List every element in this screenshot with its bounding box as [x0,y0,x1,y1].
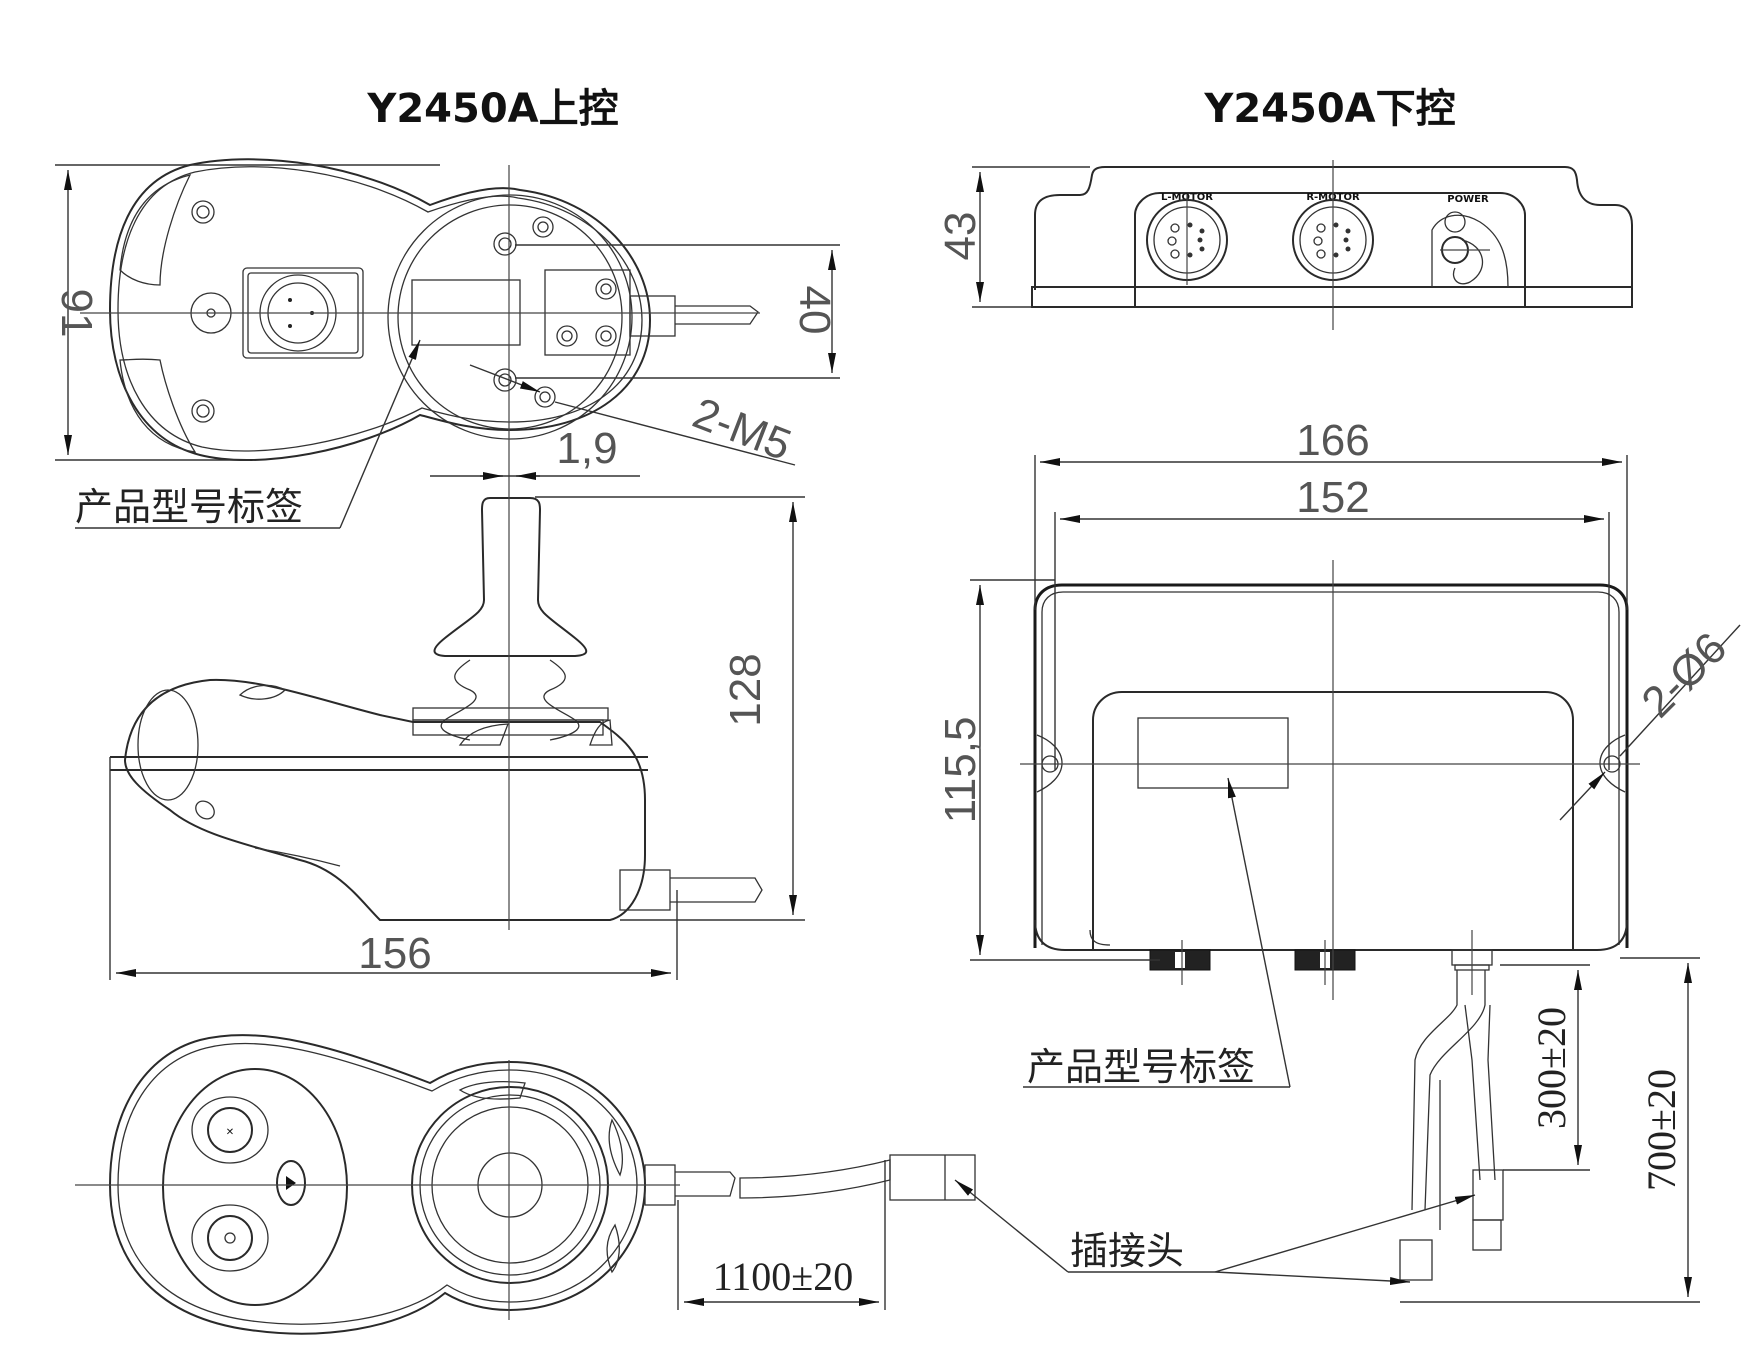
lower-top-body-outline [1033,583,1629,948]
dim-cable-700: 700±20 [1639,1069,1684,1191]
upper-plan-body [108,1034,647,1335]
dim-cable-1100: 1100±20 [713,1254,853,1299]
screw-icon [595,325,617,347]
screw-icon [493,368,517,392]
screw-icon [191,399,215,423]
dim-40: 40 [790,286,839,335]
dim-43: 43 [936,212,985,261]
screw-icon [556,325,578,347]
dim-cable-300: 300±20 [1529,1007,1574,1129]
svg-text:✕: ✕ [226,1127,234,1138]
lower-front-view: L-MOTOR R-MOTOR POWER [936,160,1633,330]
screw-icon [191,200,215,224]
dim-115-5: 115,5 [936,717,985,824]
connector-label: 插接头 [1070,1229,1184,1273]
lower-front-body [1034,166,1633,290]
upper-plan-view: ✕ 1100±20 [75,1034,976,1335]
dim-2-phi6: 2-Ø6 [1632,623,1736,727]
connector-callout: 插接头 [954,1179,1476,1285]
power-port [1431,211,1509,288]
upper-top-body-outline [108,158,652,461]
lower-front-base [1031,286,1633,308]
dim-166: 166 [1296,416,1369,465]
screw-icon [532,216,554,238]
horn-button [276,1160,306,1206]
lower-label-area [1137,717,1289,789]
speed-button: ✕ [191,1096,269,1164]
connector-long [1399,1239,1433,1281]
screw-icon [595,278,617,300]
dim-91: 91 [52,289,101,338]
dim-1-9: 1,9 [556,424,617,473]
joystick-knob [433,497,588,657]
upper-side-body [123,678,646,921]
screw-icon [534,386,556,408]
dim-2-m5: 2-M5 [686,389,797,471]
port-label-power: POWER [1447,194,1489,205]
dim-128: 128 [721,653,770,726]
title-upper-controller: Y2450A上控 [366,86,618,132]
screw-icon [493,232,517,256]
dim-156: 156 [358,929,431,978]
product-label-lower: 产品型号标签 [1027,1045,1255,1089]
dim-152: 152 [1296,473,1369,522]
lower-top-view: 166 152 115,5 2-Ø6 产品型号标签 300±20 700±20 [936,416,1741,1303]
upper-side-view: 128 156 [109,480,805,980]
upper-top-view: 91 40 2-M5 1,9 产品型号标签 [52,158,840,529]
power-button [191,1204,269,1272]
connector-short [1472,1169,1504,1221]
product-label-upper: 产品型号标签 [75,485,303,529]
title-lower-controller: Y2450A下控 [1203,86,1455,132]
